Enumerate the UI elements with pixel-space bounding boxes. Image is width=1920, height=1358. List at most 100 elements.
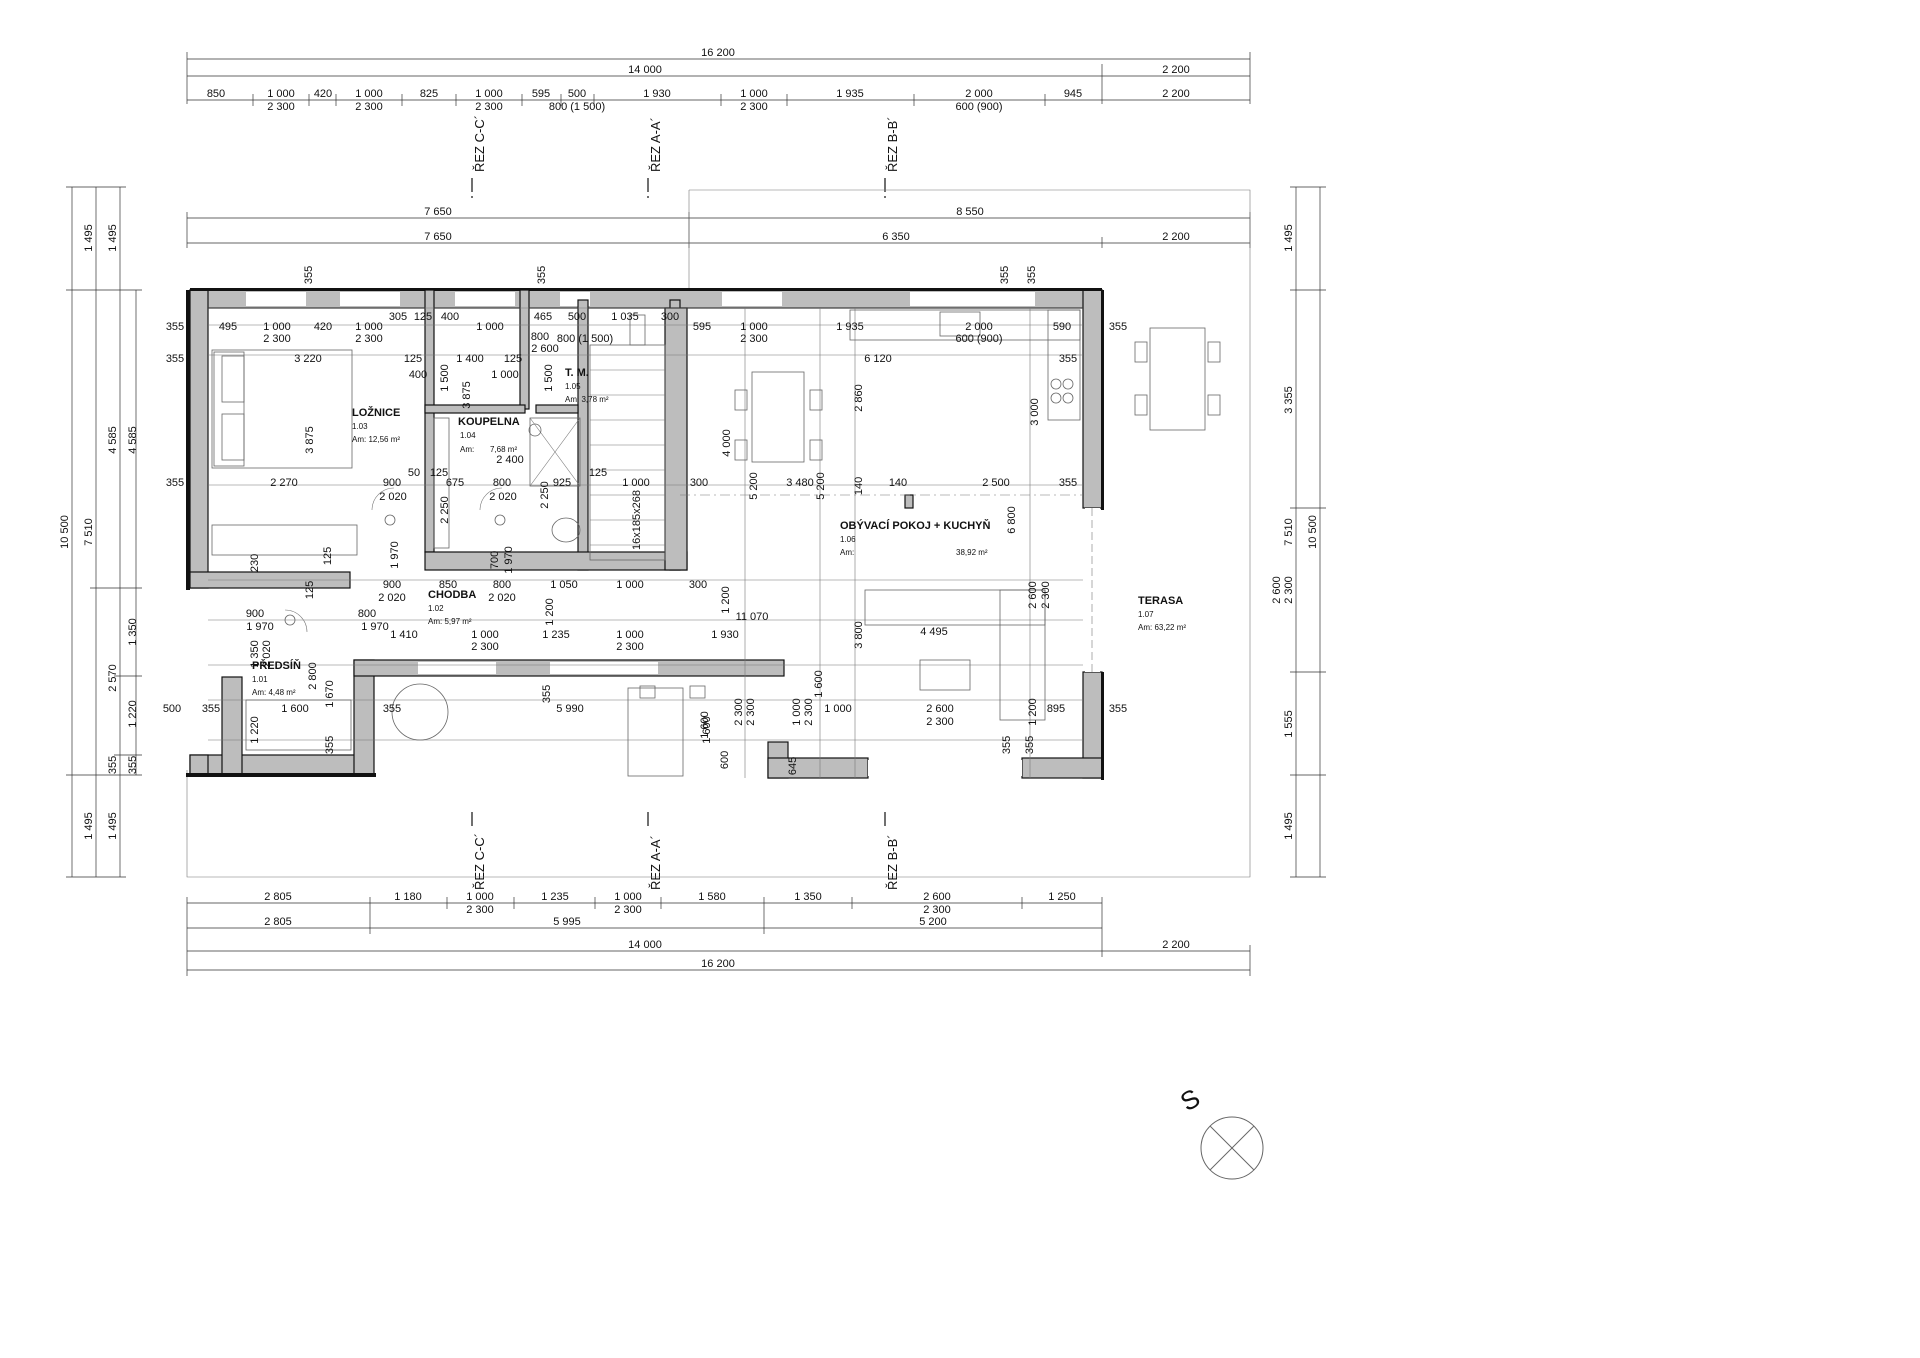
section-markers: ŘEZ C-C´ ŘEZ A-A´ ŘEZ B-B´ ŘEZ C-C´ ŘEZ … (471, 115, 900, 890)
dim-inner: 1 970 (361, 621, 389, 633)
dim-inner: 2 600 (926, 703, 954, 715)
dim-left: 10 500 (59, 515, 71, 549)
dim-inner: 420 (314, 321, 332, 333)
room-area: Am: 63,22 m² (1138, 623, 1186, 632)
dim-inner: 1 670 (324, 680, 336, 708)
dim-inner: 2 500 (982, 477, 1010, 489)
dim-inner: 300 (661, 311, 679, 323)
dim-inner: 925 (553, 477, 571, 489)
dim-top-chain: 825 (420, 88, 438, 100)
dim-top-opening: 800 (1 500) (549, 101, 605, 113)
dim-inner: 3 000 (1029, 398, 1041, 426)
dim-inner: 2 300 (926, 716, 954, 728)
dim-bottom-total: 16 200 (701, 958, 735, 970)
section-aa-bottom: ŘEZ A-A´ (648, 835, 663, 890)
dim-inner: 2 020 (261, 640, 273, 668)
dim-left: 1 495 (107, 224, 119, 252)
dim-bottom-chain: 1 350 (794, 891, 822, 903)
room-number: 1.01 (252, 675, 268, 684)
reference-lines (208, 307, 1093, 778)
dim-top-opening: 2 300 (355, 101, 383, 113)
dim-bottom-chain: 1 580 (698, 891, 726, 903)
room-number: 1.07 (1138, 610, 1154, 619)
dim-inner: 1 000 (491, 369, 519, 381)
dim-left: 1 495 (107, 812, 119, 840)
dim-inner: 1 350 (249, 640, 261, 668)
dim-inner: 2 300 (355, 333, 383, 345)
dim-inner: 800 (358, 608, 376, 620)
dim-left: 4 585 (127, 426, 139, 454)
dim-inner: 645 (787, 757, 799, 775)
room-number: 1.04 (460, 431, 476, 440)
dim-inner: 355 (1109, 321, 1127, 333)
dim-top-chain: 2 000 (965, 88, 993, 100)
section-aa-top: ŘEZ A-A´ (648, 117, 663, 172)
room-name: KOUPELNA (458, 416, 520, 428)
dim-inner: 2 300 (733, 698, 745, 726)
dim-inner: 2 860 (853, 384, 865, 412)
room-area-value: 38,92 m² (956, 548, 988, 557)
dim-inner: 140 (889, 477, 907, 489)
section-cc-bottom: ŘEZ C-C´ (472, 833, 487, 890)
interior-walls (424, 289, 914, 571)
room-name: CHODBA (428, 589, 476, 601)
furniture: 16x185x268 (211, 309, 1221, 777)
room-number: 1.03 (352, 422, 368, 431)
dim-inner: 3 480 (786, 477, 814, 489)
dim-top-split2: 7 650 (424, 231, 452, 243)
dimensions-top: 16 200 14 000 2 200 850 1 000 420 1 000 … (186, 47, 1251, 284)
dim-bottom-opening: 2 300 (614, 904, 642, 916)
dim-inner: 230 (249, 554, 261, 572)
dim-inner: 1 000 (355, 321, 383, 333)
dim-bottom-split: 5 200 (919, 916, 947, 928)
dim-inner: 125 (504, 353, 522, 365)
dim-inner: 6 800 (1006, 506, 1018, 534)
dim-top-chain: 2 200 (1162, 88, 1190, 100)
dim-bottom-chain: 1 000 (614, 891, 642, 903)
dim-inner: 305 (389, 311, 407, 323)
dim-inner: 1 000 (824, 703, 852, 715)
dim-left: 2 570 (107, 664, 119, 692)
dim-inner: 3 220 (294, 353, 322, 365)
dim-inner: 400 (409, 369, 427, 381)
dim-left: 1 220 (127, 700, 139, 728)
dim-bottom-chain: 1 000 (466, 891, 494, 903)
dim-top-chain: 1 000 (267, 88, 295, 100)
dim-inner: 4 495 (920, 626, 948, 638)
dim-inner: 355 (541, 685, 553, 703)
dim-inner: 595 (693, 321, 711, 333)
dim-inner: 355 (1059, 477, 1077, 489)
dim-inner: 590 (1053, 321, 1071, 333)
dim-bottom-main: 14 000 (628, 939, 662, 951)
room-chodba: CHODBA 1.02 Am: 5,97 m² (428, 589, 476, 626)
dim-inner: 2 250 (439, 496, 451, 524)
dim-bottom-terrace: 2 200 (1162, 939, 1190, 951)
dim-inner: 2 400 (496, 454, 524, 466)
dim-inner: 1 050 (550, 579, 578, 591)
room-tm: T. M. 1.05 Am: 3,78 m² (565, 367, 609, 404)
dim-inner: 3 800 (853, 621, 865, 649)
dimensions-bottom: 2 805 1 180 1 000 1 235 1 000 1 580 1 35… (186, 891, 1251, 976)
dim-inner: 600 (900) (955, 333, 1002, 345)
stair-label: 16x185x268 (631, 490, 643, 550)
dim-top-terrace: 2 200 (1162, 64, 1190, 76)
dim-inner: 125 (322, 547, 334, 565)
dim-inner: 1 035 (611, 311, 639, 323)
dim-inner: 2 600 (1027, 581, 1039, 609)
room-name: OBÝVACÍ POKOJ + KUCHYŇ (840, 519, 991, 532)
dim-top-chain: 1 000 (740, 88, 768, 100)
dim-inner: 2 800 (307, 662, 319, 690)
dim-right: 10 500 (1307, 515, 1319, 549)
dim-inner: 3 875 (304, 426, 316, 454)
dim-right: 3 355 (1283, 386, 1295, 414)
dim-inner: 1 970 (503, 546, 515, 574)
dim-inner: 2 300 (263, 333, 291, 345)
dim-inner: 2 020 (488, 592, 516, 604)
dim-inner: 2 300 (745, 698, 757, 726)
dim-inner: 2 300 (471, 641, 499, 653)
dim-inner: 465 (534, 311, 552, 323)
staircase: 16x185x268 (589, 344, 666, 561)
dim-inner: 500 (568, 311, 586, 323)
dim-inner: 1 400 (456, 353, 484, 365)
dim-inner: 355 (166, 353, 184, 365)
